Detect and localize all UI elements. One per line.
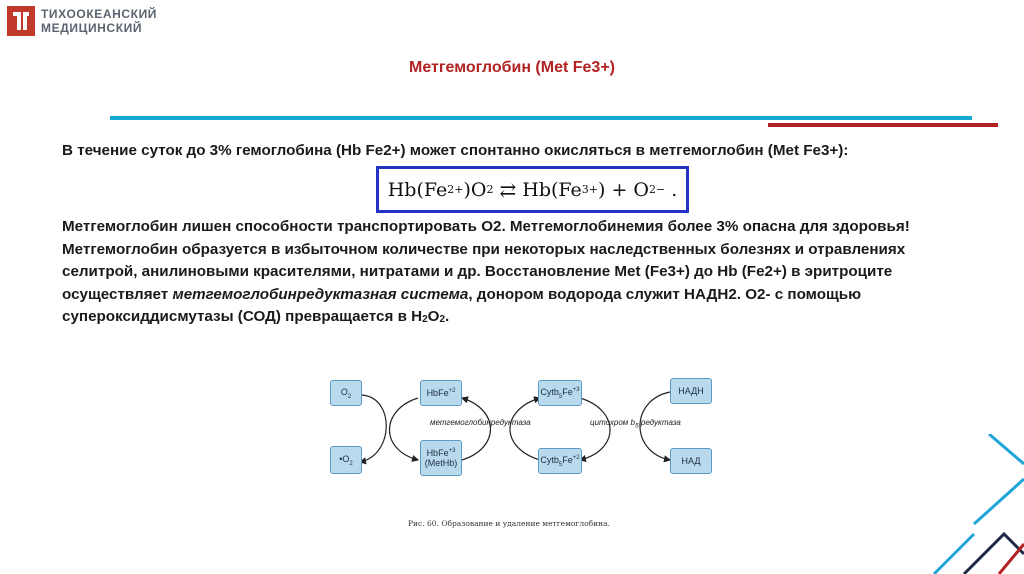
node-superoxide-sub: 2 xyxy=(349,460,353,467)
node-cytb5-oxidized: Cytb5Fe+3 xyxy=(538,380,582,406)
paragraph-main-text-1: Метгемоглобин лишен способности транспор… xyxy=(62,218,910,303)
node-hbfe2-sup: +2 xyxy=(448,388,456,394)
logo-line-1: ТИХООКЕАНСКИЙ xyxy=(41,7,158,21)
paragraph-main-italic: метгемоглобинредуктазная система xyxy=(172,285,469,303)
node-cytb5-red-label: Cytb xyxy=(540,454,559,465)
node-o2: O2 xyxy=(330,380,362,406)
node-superoxide: •O2 xyxy=(330,446,362,474)
paragraph-main-text-2: , донором водорода служит НАДН2. О2- с п… xyxy=(62,285,862,326)
node-cytb5-ox-sub: 5 xyxy=(558,393,563,400)
paragraph-main-text-4: . xyxy=(445,308,450,325)
arrow-cytb5-reduced xyxy=(509,396,542,461)
node-cytb5-ox-sup: +3 xyxy=(572,386,580,393)
paragraph-main: Метгемоглобин лишен способности транспор… xyxy=(62,216,982,332)
formula-left-sup: 2+ xyxy=(447,183,464,196)
node-nadh: НАДН xyxy=(670,378,712,404)
equilibrium-arrow-icon: ⇄ xyxy=(499,177,517,202)
node-nad-label: НАД xyxy=(681,456,701,466)
node-nad: НАД xyxy=(670,448,712,474)
formula-left-sub: 2 xyxy=(486,183,494,196)
formula-dot: . xyxy=(671,178,678,201)
node-hbfe2: HbFe+2 xyxy=(420,380,462,406)
paragraph-main-text-3: О xyxy=(427,308,440,325)
node-cytb5-red-sup: +2 xyxy=(572,454,580,461)
formula-right-sub: 2 xyxy=(649,183,657,196)
node-hbfe2-label: HbFe xyxy=(426,388,449,398)
node-hbfe3: HbFe+3 (MetHb) xyxy=(420,440,462,476)
formula-left: Hb(Fe xyxy=(387,178,448,201)
node-cytb5-red-sub: 5 xyxy=(558,461,563,468)
formula-left-close: )O xyxy=(463,178,487,201)
arrow-hbfe2-to-hbfe3 xyxy=(389,397,420,462)
logo-mark-icon xyxy=(7,6,35,36)
arrow-cytb5-oxidized xyxy=(578,397,611,463)
blue-divider xyxy=(110,116,972,120)
arrow-hbfe3-to-hbfe2 xyxy=(460,396,491,461)
methemoglobin-diagram: O2 •O2 HbFe+2 HbFe+3 (MetHb) Cytb5Fe+3 C… xyxy=(320,370,720,510)
paragraph-main-sub-1: 2 xyxy=(422,314,428,325)
formula-right-sup: 3+ xyxy=(581,183,599,196)
diagram-arrows xyxy=(358,391,672,465)
node-cytb5-ox-fe: Fe xyxy=(562,386,573,397)
corner-decoration-icon xyxy=(932,434,1024,574)
slide-title: Метгемоглобин (Met Fe3+) xyxy=(409,59,615,76)
formula-right-sup2: − xyxy=(656,183,666,196)
node-cytb5-red-fe: Fe xyxy=(562,454,573,465)
formula-right: Hb(Fe xyxy=(522,178,582,201)
arrow-nadh-to-nad xyxy=(639,391,672,463)
formula-right-close: ) + O xyxy=(598,178,650,201)
logo-line-2: МЕДИЦИНСКИЙ xyxy=(41,20,143,35)
node-hbfe3-sup: +3 xyxy=(448,448,456,454)
node-superoxide-label: •O xyxy=(339,453,350,464)
logo: ТИХООКЕАНСКИЙ МЕДИЦИНСКИЙ xyxy=(7,6,187,38)
label-cytb5-text: цитохром b xyxy=(590,418,635,427)
node-cytb5-reduced: Cytb5Fe+2 xyxy=(538,448,582,474)
node-o2-sub: 2 xyxy=(347,393,352,400)
figure-caption: Рис. 60. Образование и удаление метгемог… xyxy=(408,519,611,528)
label-cytochrome-b5-reductase: цитохром b5 редуктаза xyxy=(590,418,681,430)
label-cytb5-end: редуктаза xyxy=(638,418,681,427)
node-hbfe3-label: HbFe xyxy=(426,448,449,458)
node-hbfe3-methb: (MetHb) xyxy=(424,458,458,468)
arrow-o2-to-superoxide xyxy=(358,394,387,465)
logo-text: ТИХООКЕАНСКИЙ МЕДИЦИНСКИЙ xyxy=(41,7,158,35)
red-divider xyxy=(768,123,998,127)
node-cytb5-ox-label: Cytb xyxy=(540,386,559,397)
node-nadh-label: НАДН xyxy=(678,386,704,396)
label-cytb5-sub: 5 xyxy=(634,422,639,430)
node-o2-label: O xyxy=(340,386,348,397)
paragraph-main-sub-2: 2 xyxy=(439,314,446,325)
label-methemoglobin-reductase: метгемоглобинредуктаза xyxy=(430,418,531,427)
paragraph-intro: В течение суток до 3% гемоглобина (Hb Fe… xyxy=(62,142,849,159)
